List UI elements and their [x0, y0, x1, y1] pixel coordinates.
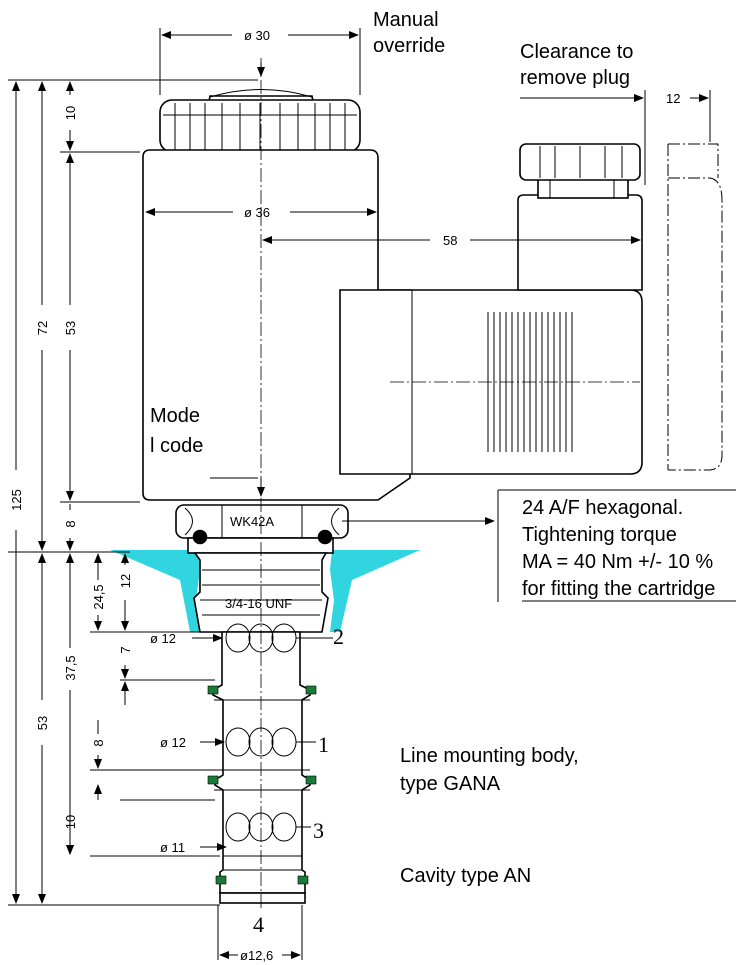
svg-text:37,5: 37,5: [63, 655, 78, 680]
svg-text:12: 12: [118, 574, 133, 588]
dim-d11-port3: ø 11: [160, 840, 227, 855]
hex-marking: WK42A: [230, 514, 274, 529]
thread-label: 3/4-16 UNF: [225, 596, 292, 611]
line-body-label: Line mounting body,: [400, 745, 579, 767]
dim-d12-port1: ø 12: [160, 735, 225, 750]
port-4-label: 4: [253, 912, 264, 937]
hex-note-line-1: 24 A/F hexagonal.: [522, 497, 683, 519]
dim-d12-port2: ø 12: [150, 631, 223, 646]
dim-8-port1: 8: [91, 720, 106, 769]
svg-text:24,5: 24,5: [91, 584, 106, 609]
svg-text:ø 11: ø 11: [160, 840, 185, 855]
dim-58: 58: [262, 233, 641, 248]
dim-d30: ø 30: [159, 28, 361, 95]
svg-text:ø12,6: ø12,6: [240, 948, 273, 963]
dim-37-5: 37,5: [63, 553, 78, 855]
clearance-outline: [667, 143, 723, 471]
dim-10-port3: 10: [63, 800, 78, 855]
clearance-label-2: remove plug: [520, 67, 630, 89]
model-code-label-2: l code: [150, 435, 203, 457]
svg-text:8: 8: [91, 739, 106, 746]
extension-lines-upper: [8, 79, 258, 906]
dim-8-hex: 8: [63, 504, 78, 551]
dim-12-clearance: 12: [615, 90, 711, 185]
hex-note-line-2: Tightening torque: [522, 524, 677, 546]
line-body-label-2: type GANA: [400, 773, 501, 795]
dim-7: 7: [118, 646, 133, 705]
extension-lines-lower: [90, 631, 220, 857]
svg-text:ø 12: ø 12: [160, 735, 186, 750]
dim-53-cartridge: 53: [35, 553, 50, 904]
connector-plug: [339, 143, 643, 475]
manual-override-label-2: override: [373, 35, 445, 57]
dim-72: 72: [35, 81, 50, 551]
dim-10-top: 10: [63, 81, 78, 151]
svg-text:58: 58: [443, 233, 457, 248]
port-1-label: 1: [318, 732, 329, 757]
hex-note-line-4: for fitting the cartridge: [522, 578, 715, 600]
dim-125: 125: [9, 81, 24, 904]
svg-text:53: 53: [35, 716, 50, 730]
dim-53-coil: 53: [63, 153, 78, 501]
port-2-label: 2: [333, 624, 344, 649]
dim-24-5: 24,5: [91, 553, 106, 631]
hex-note-line-3: MA = 40 Nm +/- 10 %: [522, 551, 713, 573]
model-code-label: Mode: [150, 405, 200, 427]
svg-text:8: 8: [63, 520, 78, 527]
dim-12-thread: 12: [118, 553, 133, 631]
cavity-label: Cavity type AN: [400, 865, 531, 887]
svg-text:ø 36: ø 36: [244, 205, 270, 220]
svg-text:7: 7: [118, 646, 133, 653]
manual-override-knob: [159, 89, 361, 153]
dim-d36: ø 36: [145, 205, 377, 220]
svg-text:125: 125: [9, 489, 24, 511]
clearance-label: Clearance to: [520, 41, 633, 63]
svg-text:72: 72: [35, 321, 50, 335]
manual-override-label: Manual: [373, 9, 439, 31]
hex-note-callout: 24 A/F hexagonal. Tightening torque MA =…: [342, 489, 736, 602]
svg-text:10: 10: [63, 106, 78, 120]
svg-text:12: 12: [666, 91, 680, 106]
cavity-section: [110, 550, 420, 632]
svg-text:ø 30: ø 30: [244, 28, 270, 43]
svg-text:53: 53: [63, 321, 78, 335]
svg-text:10: 10: [63, 815, 78, 829]
dim-d12-6: ø12,6: [217, 905, 303, 963]
svg-text:ø 12: ø 12: [150, 631, 176, 646]
port-3-label: 3: [313, 818, 324, 843]
